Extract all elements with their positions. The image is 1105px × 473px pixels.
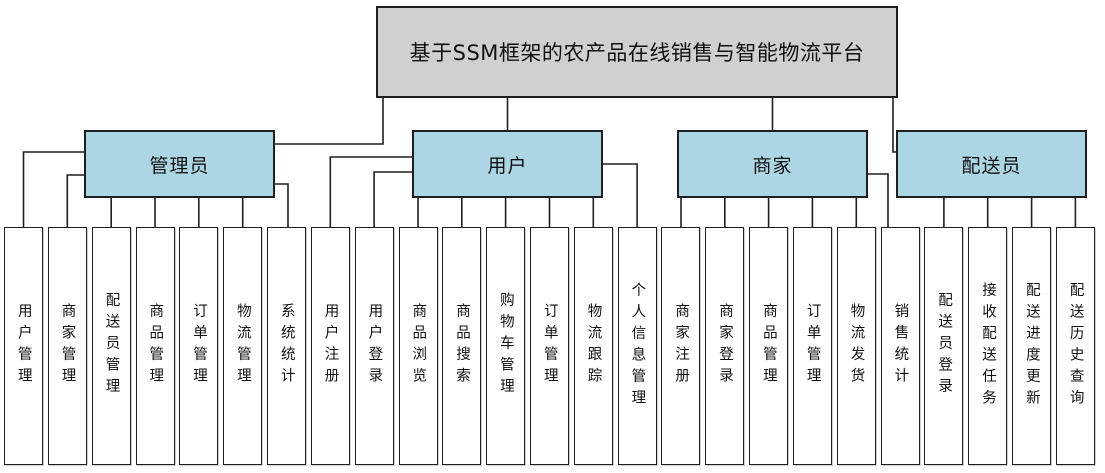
root-title-box: 基于SSM框架的农产品在线销售与智能物流平台 — [376, 6, 898, 98]
leaf-box: 配送历史查询 — [1055, 227, 1095, 465]
group-merchant-child-links — [680, 173, 889, 227]
leaf-box: 购物车管理 — [486, 227, 526, 465]
leaf-box: 个人信息管理 — [617, 227, 657, 465]
leaf-label: 用户管理 — [15, 303, 32, 389]
leaf-box: 接收配送任务 — [968, 227, 1008, 465]
leaf-label: 物流跟踪 — [585, 303, 602, 389]
leaf-label: 配送历史查询 — [1067, 281, 1084, 411]
leaf-label: 订单管理 — [191, 303, 208, 389]
group-label-user: 用户 — [487, 154, 528, 177]
leaf-label: 订单管理 — [541, 303, 558, 389]
leaf-box: 系统统计 — [267, 227, 306, 465]
leaf-label: 用户登录 — [366, 303, 383, 389]
group-label-admin: 管理员 — [149, 154, 210, 177]
leaf-box: 销售统计 — [880, 227, 920, 465]
leaf-label: 商家管理 — [59, 303, 76, 389]
leaf-label: 订单管理 — [804, 303, 821, 389]
leaf-box: 物流管理 — [223, 227, 263, 465]
leaf-label: 商品浏览 — [410, 303, 427, 389]
leaf-label: 配送员管理 — [103, 292, 120, 400]
leaf-label: 商品管理 — [760, 303, 777, 389]
group-box-user: 用户 — [412, 130, 603, 198]
leaf-box: 商家管理 — [47, 227, 87, 465]
leaf-box: 订单管理 — [179, 227, 219, 465]
leaf-box: 物流发货 — [836, 227, 876, 465]
leaf-label: 物流管理 — [234, 303, 251, 389]
leaf-box: 用户注册 — [310, 227, 350, 465]
leaf-box: 商品浏览 — [398, 227, 438, 465]
group-label-courier: 配送员 — [961, 154, 1022, 177]
leaf-box: 订单管理 — [530, 227, 569, 465]
group-box-merchant: 商家 — [677, 130, 868, 198]
leaf-label: 商家登录 — [717, 303, 734, 389]
group-courier-child-links — [943, 198, 1077, 227]
leaf-label: 用户注册 — [322, 303, 339, 389]
leaf-box: 商家登录 — [705, 227, 745, 465]
leaf-label: 配送进度更新 — [1023, 281, 1040, 411]
group-box-admin: 管理员 — [84, 130, 275, 198]
group-label-merchant: 商家 — [752, 154, 793, 177]
root-title-label: 基于SSM框架的农产品在线销售与智能物流平台 — [409, 41, 865, 65]
leaf-box: 配送员登录 — [924, 227, 964, 465]
leaf-label: 系统统计 — [278, 303, 295, 389]
leaf-label: 销售统计 — [892, 303, 909, 389]
leaf-box: 物流跟踪 — [573, 227, 613, 465]
leaf-label: 接收配送任务 — [980, 281, 997, 411]
title-to-group-links — [275, 98, 896, 153]
leaf-label: 商品搜索 — [454, 303, 471, 389]
leaf-box: 商品管理 — [135, 227, 175, 465]
leaf-label: 个人信息管理 — [629, 281, 646, 411]
leaf-box: 订单管理 — [792, 227, 832, 465]
group-box-courier: 配送员 — [896, 130, 1087, 198]
leaf-box: 商家注册 — [661, 227, 701, 465]
leaf-box: 商品搜索 — [442, 227, 482, 465]
leaf-label: 购物车管理 — [497, 292, 514, 400]
leaf-box: 用户登录 — [354, 227, 394, 465]
leaf-label: 商家注册 — [673, 303, 690, 389]
leaf-box: 配送员管理 — [91, 227, 131, 465]
leaf-box: 配送进度更新 — [1012, 227, 1052, 465]
leaf-box: 商品管理 — [749, 227, 789, 465]
group-user-child-links — [329, 156, 638, 227]
group-admin-child-links — [22, 151, 289, 227]
leaf-label: 配送员登录 — [936, 292, 953, 400]
leaf-label: 物流发货 — [848, 303, 865, 389]
leaf-label: 商品管理 — [147, 303, 164, 389]
leaf-box: 用户管理 — [4, 227, 43, 465]
